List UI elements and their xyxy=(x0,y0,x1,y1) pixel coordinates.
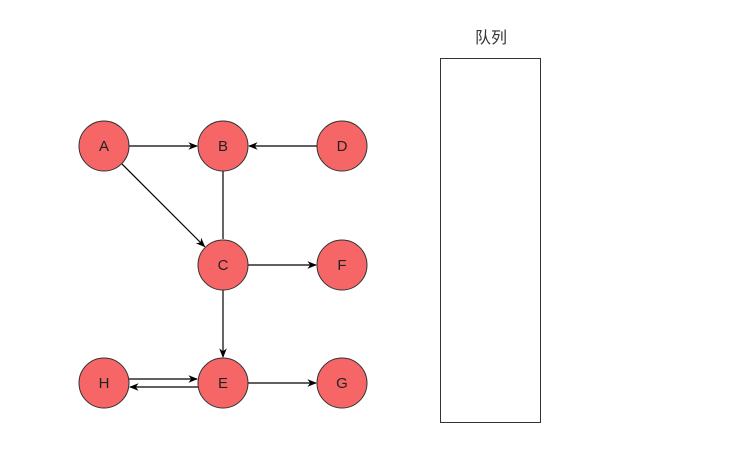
node-label: C xyxy=(218,257,229,274)
node-circle xyxy=(197,120,249,172)
node-label: F xyxy=(337,257,346,274)
queue-box xyxy=(440,58,541,423)
node-label: E xyxy=(218,375,228,392)
node-circle xyxy=(316,357,368,409)
node-label: D xyxy=(337,138,348,155)
node-d: D xyxy=(316,120,368,172)
node-circle xyxy=(197,357,249,409)
node-label: A xyxy=(99,138,109,155)
edge-a-c xyxy=(121,163,206,248)
node-circle xyxy=(197,239,249,291)
node-a: A xyxy=(78,120,130,172)
queue-title: 队列 xyxy=(474,28,507,47)
node-e: E xyxy=(197,357,249,409)
node-h: H xyxy=(78,357,130,409)
node-circle xyxy=(78,120,130,172)
node-label: H xyxy=(99,375,110,392)
node-b: B xyxy=(197,120,249,172)
node-label: G xyxy=(336,375,348,392)
node-c: C xyxy=(197,239,249,291)
node-f: F xyxy=(316,239,368,291)
node-circle xyxy=(78,357,130,409)
node-g: G xyxy=(316,357,368,409)
node-label: B xyxy=(218,138,228,155)
node-circle xyxy=(316,239,368,291)
node-circle xyxy=(316,120,368,172)
